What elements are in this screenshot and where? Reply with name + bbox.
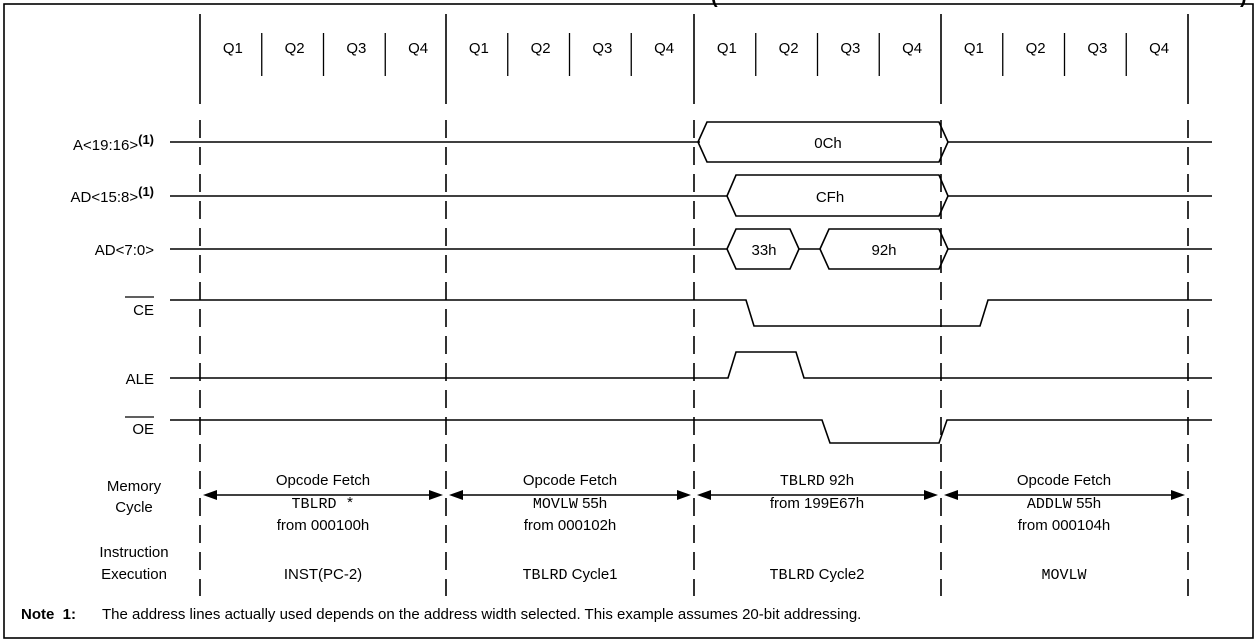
memory-cycle-arrowhead-right-1 [677, 490, 691, 500]
quarter-label-3-0: Q1 [964, 40, 984, 57]
cycle-0-line3: from 000100h [277, 517, 370, 534]
signal-label-oe: OE [132, 421, 154, 438]
quarter-label-1-1: Q2 [531, 40, 551, 57]
memory-cycle-arrowhead-right-2 [924, 490, 938, 500]
cycle-1-line3: from 000102h [524, 517, 617, 534]
memory-cycle-arrowhead-right-0 [429, 490, 443, 500]
signal-label-ce: CE [133, 302, 154, 319]
quarter-label-0-0: Q1 [223, 40, 243, 57]
memory-cycle-arrowhead-left-3 [944, 490, 958, 500]
ad15-bus-value: CFh [816, 189, 844, 206]
cycle-3-line1: Opcode Fetch [1017, 472, 1111, 489]
cycle-2-line2: from 199E67h [770, 495, 864, 512]
quarter-label-2-2: Q3 [840, 40, 860, 57]
cycle-3-line2: ADDLW 55h [1027, 495, 1101, 513]
cycle-3-text: 55h [1072, 495, 1101, 512]
title-fragment-left: ( [711, 0, 718, 8]
exec-1: TBLRD Cycle1 [522, 566, 617, 584]
memory-cycle-arrowhead-left-1 [449, 490, 463, 500]
a-bus-value: 0Ch [814, 135, 842, 152]
signal-sup-ad-15-8: (1) [138, 184, 154, 199]
cycle-2-text: 92h [825, 472, 854, 489]
memory-cycle-arrowhead-left-0 [203, 490, 217, 500]
exec-1-text: Cycle1 [567, 566, 617, 583]
cycle-1-line1: Opcode Fetch [523, 472, 617, 489]
signal-label-a-19-16: A<19:16>(1) [73, 132, 154, 154]
waveform-ad-7-0: 33h 92h [170, 228, 1212, 270]
instruction-label-line2: Execution [101, 566, 167, 583]
cycle-3-code: ADDLW [1027, 496, 1072, 513]
cycle-0-code: TBLRD * [291, 496, 354, 513]
signal-label-ad-15-8: AD<15:8>(1) [71, 184, 154, 206]
signal-sup-a-19-16: (1) [138, 132, 154, 147]
quarter-label-0-1: Q2 [285, 40, 305, 57]
quarter-label-2-3: Q4 [902, 40, 922, 57]
note-text: The address lines actually used depends … [102, 606, 861, 623]
waveform-ale [170, 351, 1212, 379]
exec-3-code: MOVLW [1041, 567, 1086, 584]
quarter-label-2-0: Q1 [717, 40, 737, 57]
instruction-label-line1: Instruction [99, 544, 168, 561]
quarter-label-1-0: Q1 [469, 40, 489, 57]
cycle-boundaries [199, 14, 1189, 596]
diagram-frame [3, 3, 1254, 639]
waveform-a-19-16: 0Ch [170, 121, 1212, 163]
note-label: Note 1: [21, 606, 76, 623]
cycle-1-line2: MOVLW 55h [533, 495, 607, 513]
cycle-2-code: TBLRD [780, 473, 825, 490]
signal-name-a-19-16: A<19:16> [73, 137, 138, 154]
quarter-label-1-3: Q4 [654, 40, 674, 57]
quarter-label-2-1: Q2 [779, 40, 799, 57]
memory-cycle-arrowhead-right-3 [1171, 490, 1185, 500]
exec-0: INST(PC-2) [284, 566, 362, 583]
signal-label-ale: ALE [126, 371, 154, 388]
signal-name-ad-15-8: AD<15:8> [71, 189, 139, 206]
quarter-label-3-2: Q3 [1087, 40, 1107, 57]
cycle-0-line1: Opcode Fetch [276, 472, 370, 489]
cycle-0-line2: TBLRD * [291, 496, 354, 513]
cycle-1-text: 55h [578, 495, 607, 512]
cycle-2-line1: TBLRD 92h [780, 472, 854, 490]
ad7-address-value: 33h [751, 242, 776, 259]
quarter-header: Q1 Q2 Q3 Q4 Q1 Q2 Q3 Q4 Q1 Q2 Q3 Q4 Q1 Q2 Q3 Q4 [223, 33, 1169, 76]
exec-1-code: TBLRD [522, 567, 567, 584]
exec-0-text: INST(PC-2) [284, 566, 362, 583]
exec-2-code: TBLRD [769, 567, 814, 584]
quarter-label-3-3: Q4 [1149, 40, 1169, 57]
cycle-3-line3: from 000104h [1018, 517, 1111, 534]
quarter-label-0-3: Q4 [408, 40, 428, 57]
memory-label-line1: Memory [107, 478, 162, 495]
exec-2: TBLRD Cycle2 [769, 566, 864, 584]
memory-cycle-arrowhead-left-2 [697, 490, 711, 500]
signal-label-ad-7-0: AD<7:0> [95, 242, 154, 259]
exec-3: MOVLW [1041, 567, 1086, 584]
quarter-label-3-1: Q2 [1026, 40, 1046, 57]
memory-label-line2: Cycle [115, 499, 153, 516]
quarter-label-0-2: Q3 [346, 40, 366, 57]
waveform-ad-15-8: CFh [170, 174, 1212, 217]
exec-2-text: Cycle2 [814, 566, 864, 583]
quarter-label-1-2: Q3 [592, 40, 612, 57]
ad7-data-value: 92h [871, 242, 896, 259]
cycle-1-code: MOVLW [533, 496, 578, 513]
memory-cycle-arrows [203, 490, 1185, 500]
waveform-ce [170, 299, 1212, 327]
title-fragment-right: ) [1240, 0, 1247, 8]
waveform-oe [170, 419, 1212, 444]
